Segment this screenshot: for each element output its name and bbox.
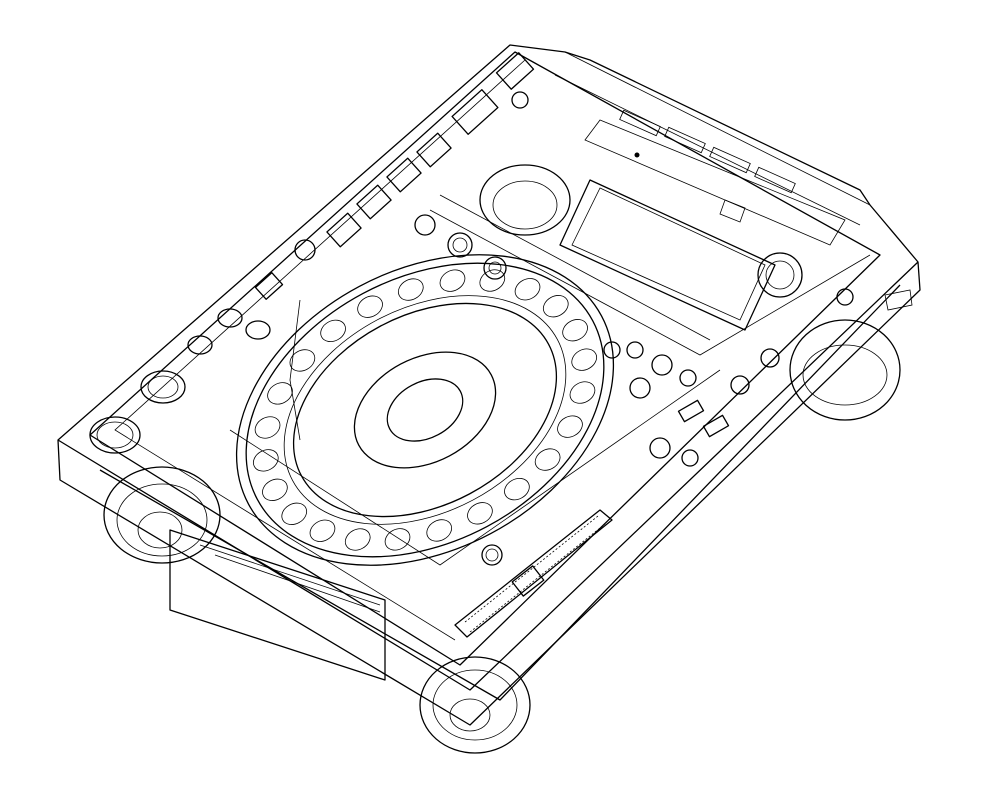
jog-ring-dot <box>479 269 506 292</box>
jog-ring-dot <box>542 295 569 318</box>
chassis <box>57 44 921 726</box>
jog-divider <box>289 299 301 441</box>
jog-ring-dot <box>439 269 466 292</box>
play-button[interactable] <box>89 416 141 454</box>
jog-ring-dot <box>571 348 598 371</box>
jog-ring-dot <box>309 519 336 542</box>
jog-ring-dot <box>254 416 281 439</box>
jog-ring-dot <box>252 449 279 472</box>
jog-ring-dot <box>467 502 493 525</box>
jog-ring-dot <box>514 278 541 301</box>
knob[interactable] <box>629 377 651 399</box>
display-screen <box>559 109 846 331</box>
jog-ring-dot <box>357 295 383 318</box>
jog-ring-dot <box>569 381 596 404</box>
jog-ring-dot <box>262 478 288 501</box>
jog-ring-dot <box>281 502 308 525</box>
jog-ring-dot <box>562 319 588 342</box>
jog-ring-dot <box>397 278 424 301</box>
jog-ring-dot <box>504 477 530 501</box>
disc-slot <box>169 529 386 681</box>
jog-ring-dot <box>344 528 371 551</box>
right-controls <box>481 252 913 566</box>
cue-button[interactable] <box>140 370 186 404</box>
feet <box>103 164 901 754</box>
jog-ring-dot <box>557 415 583 438</box>
jog-ring-dot <box>426 519 453 542</box>
jog-ring-dot <box>267 382 293 405</box>
jog-wheel[interactable] <box>183 192 668 627</box>
jog-ring-dot <box>384 528 411 551</box>
left-buttons <box>89 52 535 454</box>
jog-ring-dot <box>289 349 316 372</box>
tempo-slider[interactable] <box>454 509 613 638</box>
jog-ring-dot <box>534 448 561 471</box>
jog-ring-dot <box>320 319 346 343</box>
